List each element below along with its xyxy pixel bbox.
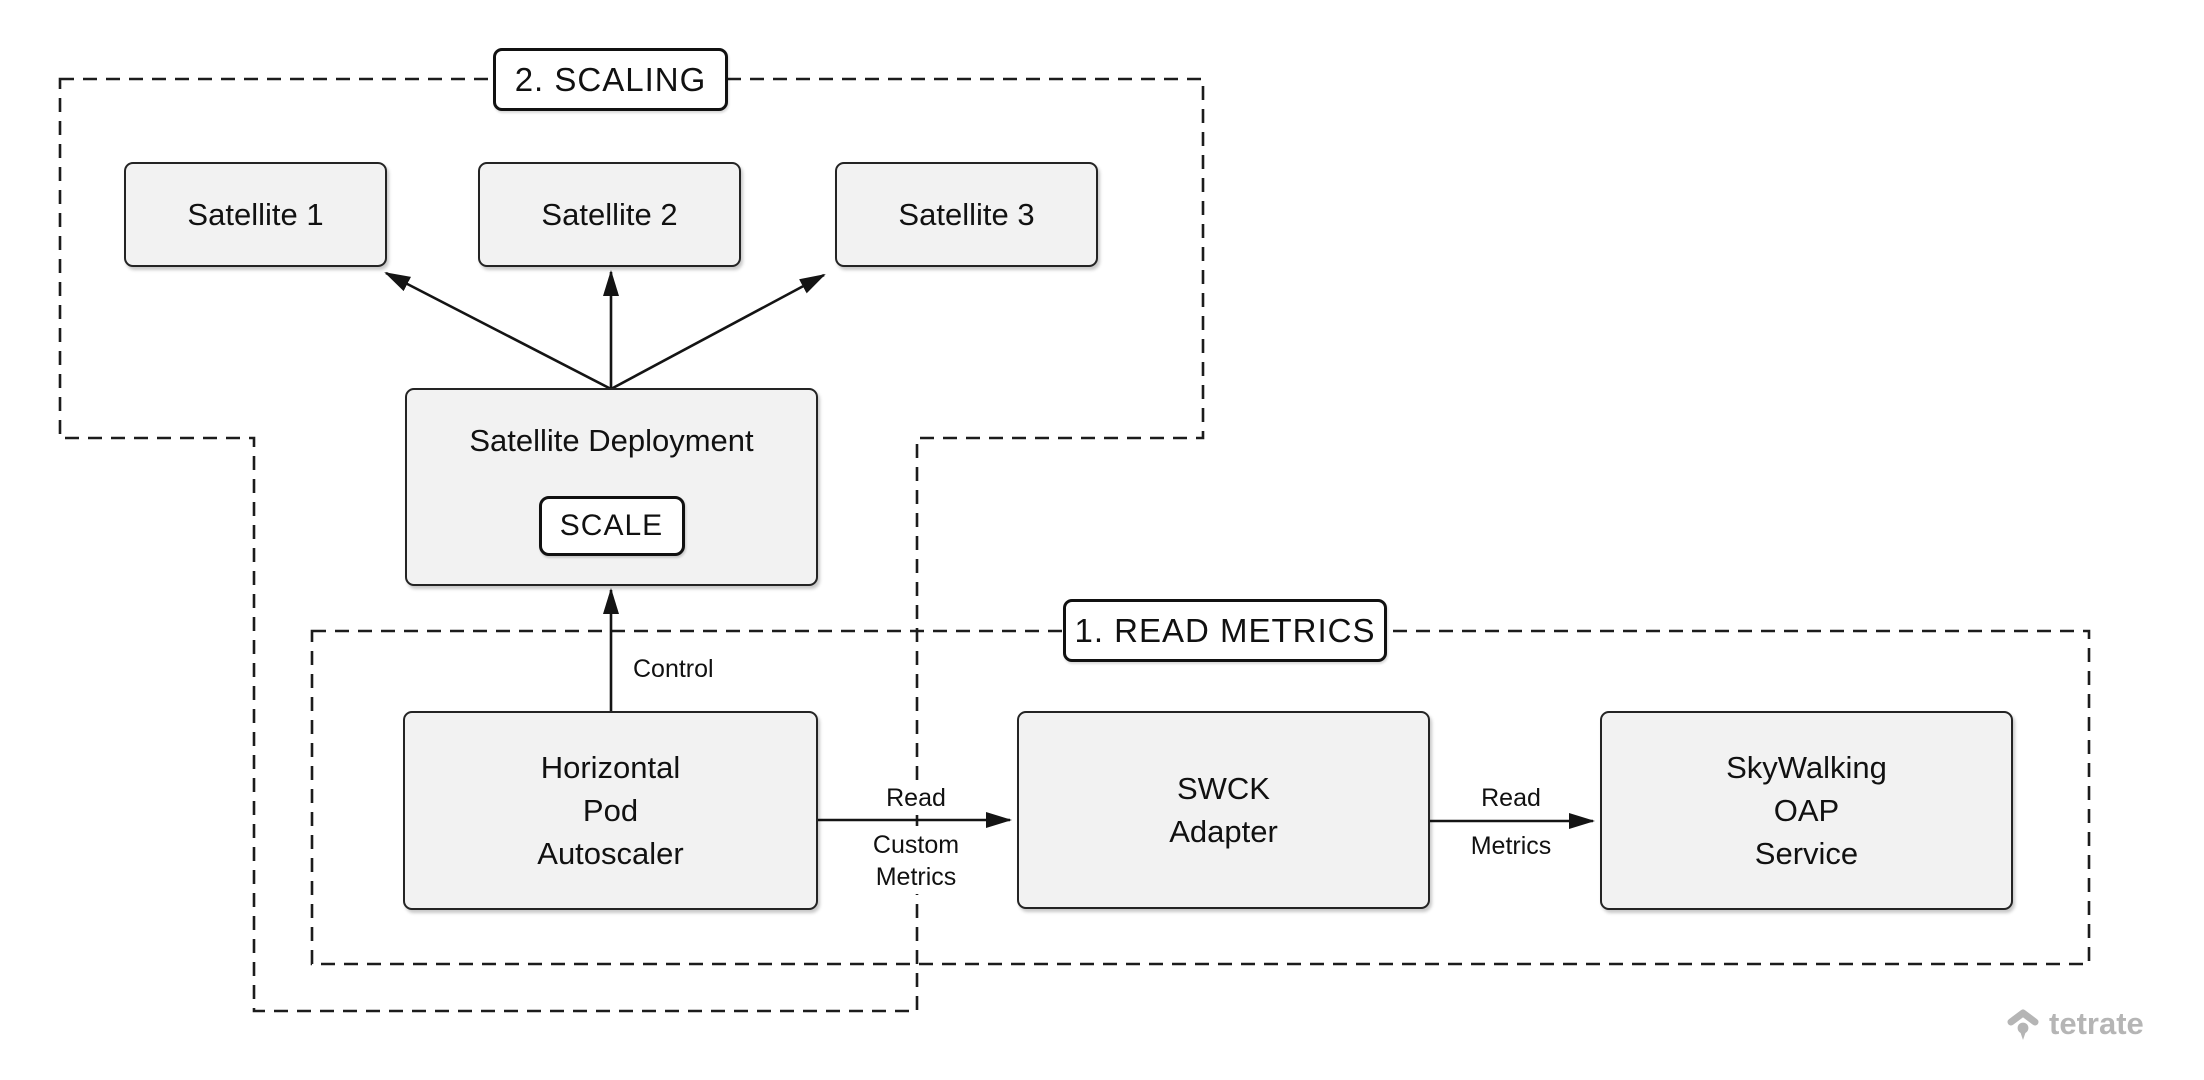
scale-badge: SCALE xyxy=(538,495,685,556)
node-satellite-2-label: Satellite 2 xyxy=(541,197,678,232)
scale-badge-text: SCALE xyxy=(559,509,664,542)
tetrate-brand-text: tetrate xyxy=(2049,1006,2144,1041)
read-metrics-region-title: 1. READ METRICS xyxy=(1063,599,1387,662)
scaling-region-title: 2. SCALING xyxy=(493,48,728,111)
tetrate-brand: tetrate xyxy=(2006,1006,2144,1042)
tetrate-logo-icon xyxy=(2007,1009,2039,1040)
edge-label-control: Control xyxy=(627,652,720,686)
read-metrics-region-title-text: 1. READ METRICS xyxy=(1074,611,1376,649)
scaling-region-title-text: 2. SCALING xyxy=(514,60,707,98)
node-satellite-3: Satellite 3 xyxy=(835,162,1098,267)
node-satellite-deployment: Satellite Deployment SCALE xyxy=(405,388,818,586)
node-hpa-label: Horizontal Pod Autoscaler xyxy=(537,750,684,871)
arrow-deployment-to-satellite3 xyxy=(610,273,826,391)
node-skywalking-oap-service: SkyWalking OAP Service xyxy=(1600,711,2013,910)
node-satellite-3-label: Satellite 3 xyxy=(898,197,1035,232)
node-satellite-1: Satellite 1 xyxy=(124,162,387,267)
edge-label-read-metrics-below: Metrics xyxy=(1464,829,1558,863)
node-horizontal-pod-autoscaler: Horizontal Pod Autoscaler xyxy=(403,711,818,910)
edge-label-read-metrics-above: Read xyxy=(1475,781,1547,815)
arrow-deployment-to-satellite1 xyxy=(384,271,612,391)
node-satellite-deployment-label: Satellite Deployment xyxy=(469,422,754,458)
node-oap-label: SkyWalking OAP Service xyxy=(1726,750,1887,871)
node-swck-adapter: SWCK Adapter xyxy=(1017,711,1430,909)
edge-label-read-custom-below: Custom Metrics xyxy=(866,828,966,894)
read-metrics-region-dashed-outline xyxy=(310,629,2091,966)
node-satellite-2: Satellite 2 xyxy=(478,162,741,267)
edge-label-read-custom-above: Read xyxy=(880,781,952,815)
node-satellite-1-label: Satellite 1 xyxy=(187,197,324,232)
scaling-region-dashed-outline xyxy=(58,77,1205,1013)
node-swck-label: SWCK Adapter xyxy=(1169,771,1278,849)
